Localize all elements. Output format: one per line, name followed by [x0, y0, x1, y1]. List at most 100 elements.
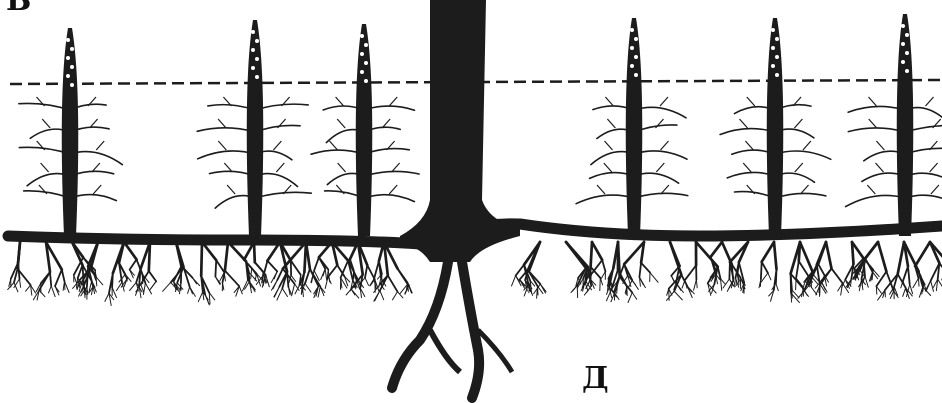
- rootlet: [682, 280, 685, 288]
- shoot-twig: [41, 163, 49, 172]
- shoot-twig: [273, 141, 281, 150]
- rootlet: [898, 242, 904, 274]
- rootlet: [791, 274, 792, 290]
- rootlet: [163, 282, 171, 291]
- rootlet: [151, 281, 157, 289]
- bud-dot: [70, 83, 74, 87]
- bud-dot: [901, 60, 905, 64]
- rootlet: [198, 292, 202, 302]
- shoot-twig: [869, 119, 877, 128]
- shoot-twig: [42, 119, 50, 128]
- shoot-twig: [661, 141, 669, 150]
- shoot-twig: [389, 97, 397, 106]
- rootlet: [762, 242, 774, 262]
- rootlet: [512, 276, 516, 286]
- bud-dot: [630, 28, 634, 32]
- shoot-twig: [604, 163, 612, 172]
- rootlet: [304, 242, 306, 272]
- label-bottom: Д: [582, 364, 609, 394]
- shoot-twig: [336, 185, 344, 194]
- shoot-stem: [626, 18, 643, 236]
- shoot-stem: [247, 20, 264, 236]
- shoot-branch: [775, 193, 826, 198]
- rootlet: [639, 263, 641, 277]
- rootlet: [149, 271, 156, 281]
- rootlet: [910, 284, 913, 293]
- rootlet: [903, 266, 908, 281]
- shoot-twig: [794, 119, 802, 128]
- rootlet: [346, 289, 351, 295]
- rootlet: [674, 291, 682, 300]
- bud-dot: [66, 56, 70, 60]
- shoot-twig: [803, 141, 811, 150]
- rootlet: [388, 275, 398, 291]
- shoot-twig: [876, 141, 884, 150]
- rootlet: [225, 271, 239, 287]
- rootlet: [811, 276, 817, 284]
- shoot-twig: [597, 185, 605, 194]
- bud-dot: [634, 73, 638, 77]
- rootlet: [223, 271, 225, 283]
- bud-dot: [634, 55, 638, 59]
- sucker-shoot-6: [846, 14, 942, 236]
- rootlet: [865, 258, 872, 272]
- rootlet: [292, 284, 295, 296]
- shoot-twig: [227, 185, 235, 194]
- shoot-twig: [93, 185, 101, 194]
- rootlet: [379, 261, 381, 278]
- shoot-twig: [39, 185, 47, 194]
- bud-dot: [771, 46, 775, 50]
- rootlet: [130, 259, 137, 269]
- rootlet: [39, 290, 45, 297]
- rootlet: [761, 262, 762, 279]
- rootlet: [282, 288, 287, 296]
- rootlet: [184, 267, 190, 287]
- rootlet: [49, 286, 52, 293]
- rootlet: [209, 293, 210, 304]
- rootlet: [130, 282, 137, 290]
- rootlet: [264, 261, 268, 275]
- rootlet: [328, 270, 329, 282]
- bud-dot: [251, 48, 255, 52]
- shoot-branch: [846, 195, 905, 206]
- rootlet: [325, 269, 327, 281]
- rootlet: [201, 242, 202, 276]
- rootlet: [602, 260, 605, 271]
- rootlet: [50, 272, 51, 286]
- rootlet: [776, 283, 778, 290]
- rootlet: [356, 279, 357, 289]
- rootlet: [105, 293, 109, 301]
- bud-dot: [360, 52, 364, 56]
- rootlet: [370, 279, 374, 286]
- rootlet: [799, 261, 809, 276]
- shoot-twig: [660, 97, 668, 106]
- rootlet: [215, 277, 219, 285]
- rootlet: [112, 287, 116, 297]
- rootlet: [55, 270, 62, 287]
- rootlet: [566, 242, 588, 267]
- rootlet: [866, 242, 879, 258]
- shoot-twig: [931, 185, 939, 194]
- bud-dot: [775, 73, 779, 77]
- rootlet: [694, 279, 697, 290]
- rootlet: [291, 261, 301, 275]
- shoot-twig: [218, 141, 226, 150]
- bud-dot: [255, 57, 259, 61]
- bud-dot: [630, 64, 634, 68]
- sucker-shoot-5: [720, 18, 831, 236]
- rootlet: [273, 280, 277, 289]
- rootlet: [832, 269, 843, 284]
- rootlet: [51, 286, 55, 297]
- shoot-branch: [255, 192, 311, 198]
- rootlet: [192, 278, 196, 284]
- bud-dot: [901, 24, 905, 28]
- shoot-twig: [96, 141, 104, 150]
- bud-dot: [771, 64, 775, 68]
- bud-dot: [771, 28, 775, 32]
- shoot-twig: [926, 97, 934, 106]
- rootlet: [915, 242, 930, 266]
- rootlet: [592, 242, 602, 260]
- rootlet: [143, 283, 145, 294]
- shoot-twig: [337, 119, 345, 128]
- rootlet: [792, 290, 799, 298]
